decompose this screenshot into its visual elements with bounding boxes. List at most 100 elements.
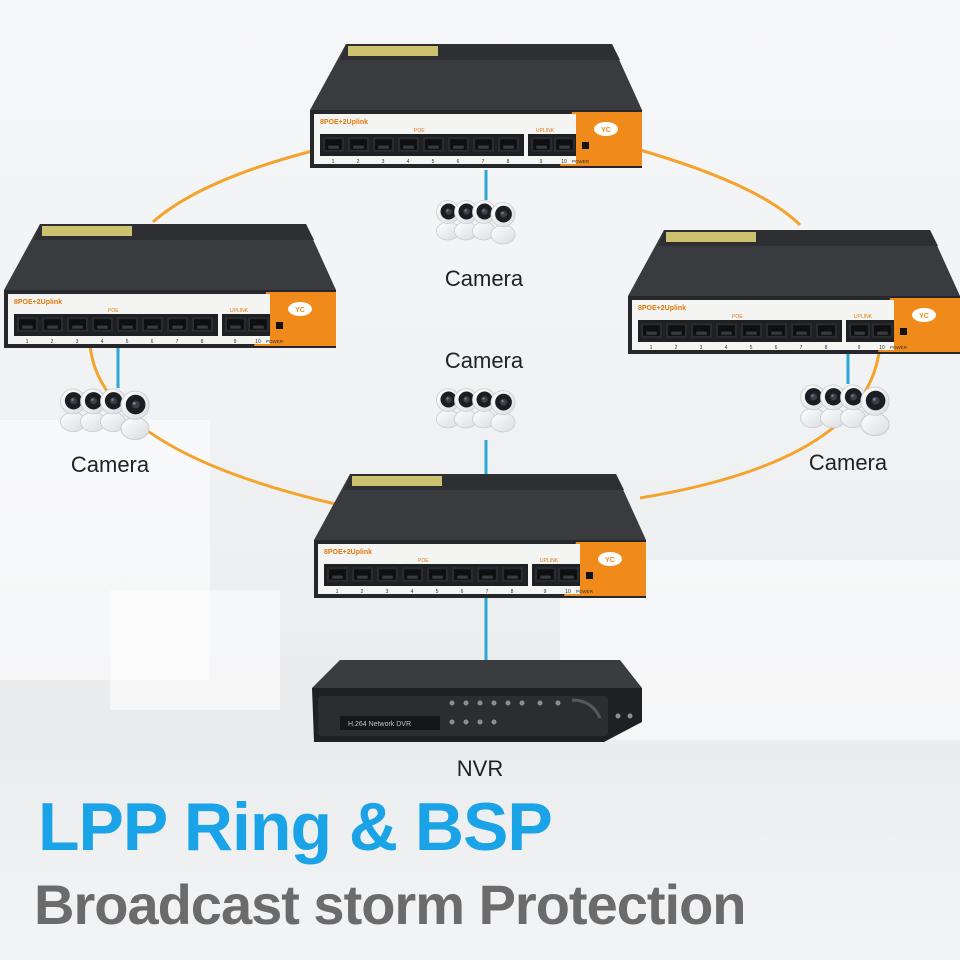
port-number: 7 xyxy=(482,159,485,165)
ethernet-port xyxy=(741,323,762,338)
ethernet-port xyxy=(323,137,344,152)
port-number: 9 xyxy=(544,589,547,595)
port-number: 1 xyxy=(332,159,335,165)
nvr-device: H.264 Network DVR xyxy=(312,660,642,742)
port-number: 2 xyxy=(357,159,360,165)
ethernet-port xyxy=(666,323,687,338)
switch-model-label: 8POE+2Uplink xyxy=(324,549,372,556)
port-number: 6 xyxy=(775,345,778,351)
switch-model-label: 8POE+2Uplink xyxy=(320,119,368,126)
switch-button xyxy=(586,572,593,579)
subline: Broadcast storm Protection xyxy=(34,873,746,936)
port-number: 6 xyxy=(151,339,154,345)
port-number: 4 xyxy=(411,589,414,595)
port-number: 8 xyxy=(825,345,828,351)
port-number: 3 xyxy=(76,339,79,345)
ethernet-port xyxy=(477,567,498,582)
port-number: 4 xyxy=(725,345,728,351)
ethernet-port xyxy=(92,317,113,332)
port-number: 4 xyxy=(407,159,410,165)
ethernet-port xyxy=(167,317,188,332)
switch-uplink-label: UPLINK xyxy=(854,314,873,320)
camera-group-left xyxy=(60,388,150,441)
switch-poe-label: POE xyxy=(108,308,119,314)
port-number: 6 xyxy=(457,159,460,165)
ethernet-port xyxy=(535,567,556,582)
ethernet-port xyxy=(17,317,38,332)
port-number: 3 xyxy=(382,159,385,165)
switch-button xyxy=(582,142,589,149)
ring-connection xyxy=(88,148,882,507)
camera-group-top xyxy=(436,200,516,245)
ethernet-port xyxy=(327,567,348,582)
ethernet-port xyxy=(716,323,737,338)
ethernet-port xyxy=(348,137,369,152)
ethernet-port xyxy=(691,323,712,338)
switch-orange-panel xyxy=(878,298,960,352)
brand-logo-text: YC xyxy=(601,127,611,134)
port-number: 7 xyxy=(800,345,803,351)
port-number: 5 xyxy=(126,339,129,345)
port-number: 1 xyxy=(336,589,339,595)
headline: LPP Ring & BSP xyxy=(38,789,553,865)
switch-top-face xyxy=(314,474,646,540)
switch-model-label: 8POE+2Uplink xyxy=(14,299,62,306)
brand-logo-icon xyxy=(598,552,622,566)
switch-top-face xyxy=(4,224,336,290)
port-number: 9 xyxy=(858,345,861,351)
port-number: 1 xyxy=(650,345,653,351)
switch-button xyxy=(276,322,283,329)
port-number: 10 xyxy=(561,159,567,165)
brand-logo-icon xyxy=(288,302,312,316)
camera-label-right: Camera xyxy=(808,450,888,475)
port-number: 7 xyxy=(176,339,179,345)
brand-logo-icon xyxy=(912,308,936,322)
brand-logo-text: YC xyxy=(295,307,305,314)
switch-button xyxy=(900,328,907,335)
brand-logo-icon xyxy=(594,122,618,136)
ethernet-port xyxy=(117,317,138,332)
ethernet-port xyxy=(423,137,444,152)
port-number: 5 xyxy=(432,159,435,165)
ethernet-port xyxy=(554,137,575,152)
port-number: 3 xyxy=(386,589,389,595)
camera-group-right xyxy=(800,384,890,437)
ethernet-port xyxy=(352,567,373,582)
ethernet-port xyxy=(791,323,812,338)
ethernet-port xyxy=(67,317,88,332)
switch-top-face xyxy=(310,44,642,110)
ethernet-port xyxy=(192,317,213,332)
switch-top-face xyxy=(628,230,960,296)
port-number: 10 xyxy=(879,345,885,351)
port-number: 8 xyxy=(201,339,204,345)
switch-orange-panel xyxy=(254,292,336,346)
ethernet-port xyxy=(142,317,163,332)
port-number: 4 xyxy=(101,339,104,345)
brand-logo-text: YC xyxy=(919,313,929,320)
port-number: 3 xyxy=(700,345,703,351)
ethernet-port xyxy=(398,137,419,152)
ethernet-port xyxy=(473,137,494,152)
ethernet-port xyxy=(558,567,579,582)
switch-orange-panel xyxy=(564,542,646,596)
switch-power-label: POWER xyxy=(572,159,590,164)
switch-uplink-label: UPLINK xyxy=(230,308,249,314)
ethernet-port xyxy=(448,137,469,152)
ethernet-port xyxy=(427,567,448,582)
switch-model-label: 8POE+2Uplink xyxy=(638,305,686,312)
brand-logo-text: YC xyxy=(605,557,615,564)
port-number: 10 xyxy=(255,339,261,345)
port-number: 2 xyxy=(51,339,54,345)
ethernet-port xyxy=(402,567,423,582)
ethernet-port xyxy=(816,323,837,338)
switch-poe-label: POE xyxy=(414,128,425,134)
ethernet-port xyxy=(377,567,398,582)
port-number: 9 xyxy=(540,159,543,165)
switch-power-label: POWER xyxy=(576,589,594,594)
ethernet-port xyxy=(502,567,523,582)
port-number: 2 xyxy=(675,345,678,351)
